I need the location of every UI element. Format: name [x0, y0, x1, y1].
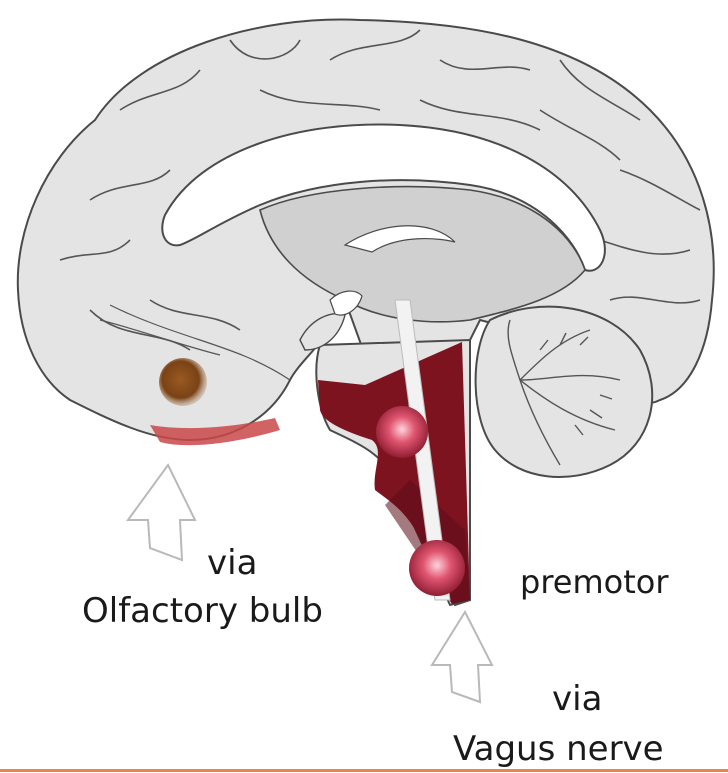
olfactory-brown-spot	[159, 358, 207, 406]
via-olfactory-label: via	[207, 546, 257, 580]
vagus-nerve-label: Vagus nerve	[453, 732, 664, 766]
via-vagus-label: via	[552, 682, 602, 716]
up-arrow-outline-icon	[432, 612, 492, 702]
up-arrow-outline-icon	[128, 465, 195, 560]
premotor-label: premotor	[520, 566, 668, 598]
bottom-rule	[0, 769, 728, 772]
lesion-lower	[409, 540, 465, 596]
lesion-upper	[376, 406, 428, 458]
olfactory-bulb-label: Olfactory bulb	[82, 594, 323, 628]
